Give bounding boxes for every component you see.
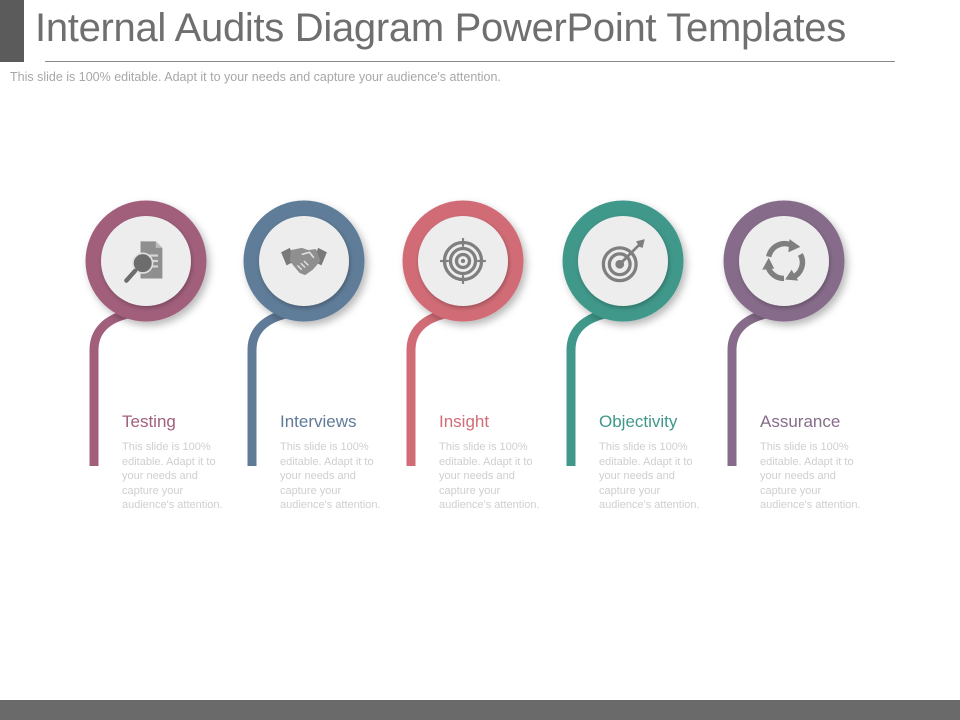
title-underline xyxy=(45,61,895,62)
step-testing xyxy=(85,200,207,466)
step-description: This slide is 100% editable. Adapt it to… xyxy=(439,441,540,511)
step-label: Testing xyxy=(122,412,176,431)
step-description: This slide is 100% editable. Adapt it to… xyxy=(122,441,223,511)
step-insight xyxy=(402,200,524,466)
step-description: This slide is 100% editable. Adapt it to… xyxy=(760,441,861,511)
footer-bar xyxy=(0,700,960,720)
slide-subtitle: This slide is 100% editable. Adapt it to… xyxy=(10,70,501,84)
step-label: Assurance xyxy=(760,412,841,431)
title-accent-block xyxy=(0,0,24,62)
step-description: This slide is 100% editable. Adapt it to… xyxy=(280,441,381,511)
step-interviews xyxy=(243,200,365,466)
step-description: This slide is 100% editable. Adapt it to… xyxy=(599,441,700,511)
step-label: Insight xyxy=(439,412,490,431)
step-objectivity xyxy=(562,200,684,466)
step-icon-disk xyxy=(739,216,829,306)
step-label: Objectivity xyxy=(599,412,678,431)
slide-title: Internal Audits Diagram PowerPoint Templ… xyxy=(35,6,846,50)
step-assurance xyxy=(723,200,845,466)
step-label: Interviews xyxy=(280,412,357,431)
